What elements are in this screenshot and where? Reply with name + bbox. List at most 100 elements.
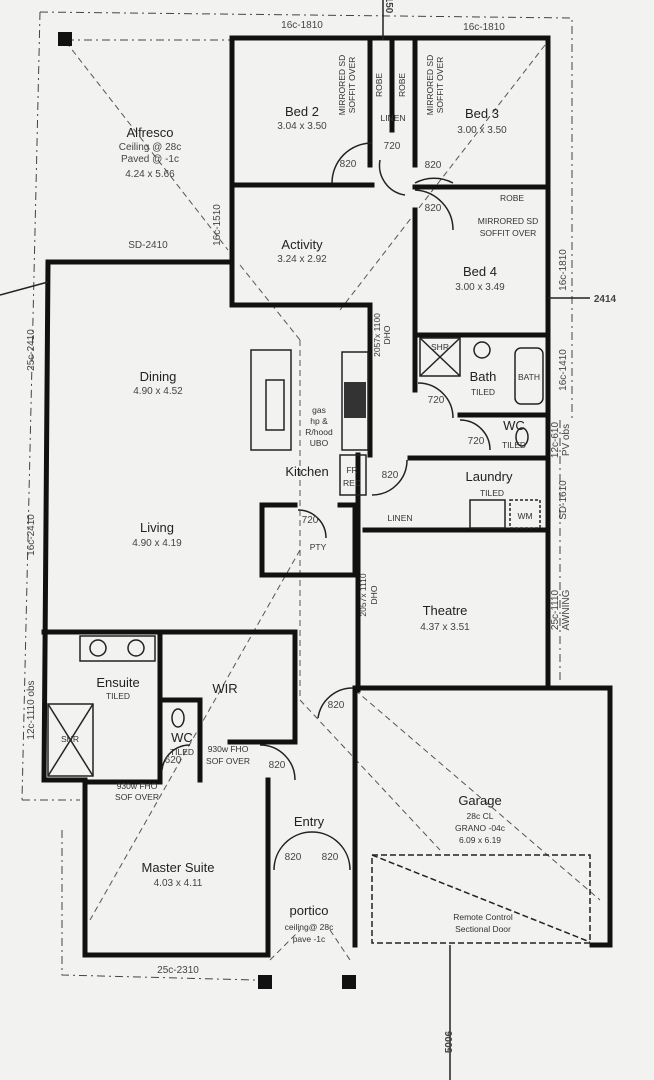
- room-portico: portico ceiling@ 28c pave -1c: [285, 903, 335, 944]
- window-dimension: AWNING: [561, 589, 572, 630]
- fho-label: SOF OVER: [206, 756, 250, 766]
- window-dimension: 25c-2410: [26, 329, 37, 371]
- room-theatre: Theatre 4.37 x 3.51: [420, 603, 470, 633]
- fridge-label: FR: [346, 465, 357, 475]
- opening-dimension: 2057x 1110: [358, 573, 368, 616]
- room-note: TILED: [170, 747, 194, 757]
- setback-dimension: 150: [383, 0, 394, 14]
- window-dimension: 12c-610: [550, 421, 561, 458]
- fho-label: 930w FHO: [208, 744, 249, 754]
- room-size: 3.04 x 3.50: [277, 121, 327, 132]
- cooktop-label: gas: [312, 405, 326, 415]
- room-size: 3.00 x 3.49: [455, 282, 505, 293]
- room-dining: Dining 4.90 x 4.52: [133, 369, 183, 397]
- room-note: TILED: [471, 387, 495, 397]
- room-note: Ceiling @ 28c: [119, 142, 181, 153]
- room-bed3: Bed 3 3.00 x 3.50: [457, 106, 507, 136]
- room-name: Activity: [281, 237, 323, 252]
- linen-label: LINEN: [387, 513, 412, 523]
- opening-dimension: DHO: [382, 325, 392, 344]
- ceiling-hip-lines: [65, 41, 601, 961]
- mirrored-label: MIRRORED SD: [337, 55, 347, 115]
- mirrored-label: MIRRORED SD: [478, 216, 538, 226]
- fho-label: SOF OVER: [115, 792, 159, 802]
- room-note: GRANO -04c: [455, 823, 506, 833]
- tiled-areas: [0, 0, 591, 1080]
- room-note: ceiling@ 28c: [285, 922, 335, 932]
- door-label: 720: [468, 436, 485, 447]
- setback-dimension: 2414: [594, 294, 617, 305]
- room-bath: Bath TILED: [470, 369, 497, 397]
- window-dimension: PV obs: [561, 424, 572, 456]
- robe-label: ROBE: [374, 73, 384, 97]
- door-label: 720: [302, 515, 319, 526]
- door-label: 820: [340, 159, 357, 170]
- window-dimension: 25c-2310: [157, 965, 199, 976]
- room-size: 4.90 x 4.19: [132, 538, 182, 549]
- room-activity: Activity 3.24 x 2.92: [277, 237, 327, 265]
- door-dimension: SD-2410: [128, 240, 168, 251]
- robe-label: ROBE: [397, 73, 407, 97]
- fixture-labels: ROBE ROBE ROBE LINEN LINEN MIRRORED SD S…: [61, 55, 540, 934]
- window-dimension: 16c-1810: [281, 20, 323, 31]
- window-dimension: 16c-2410: [26, 514, 37, 556]
- room-name: Bed 3: [465, 106, 499, 121]
- room-laundry: Laundry TILED: [466, 469, 513, 498]
- room-name: Dining: [140, 369, 177, 384]
- window-dimension: 16c-1510: [212, 204, 223, 246]
- room-name: Ensuite: [96, 675, 139, 690]
- room-note: Paved @ -1c: [121, 154, 179, 165]
- window-dimension: 25c-1110: [550, 589, 561, 630]
- room-alfresco: Alfresco Ceiling @ 28c Paved @ -1c 4.24 …: [119, 125, 181, 180]
- dimension-labels: 16c-1810 16c-1810 16c-1510 SD-2410 25c-2…: [26, 0, 617, 1053]
- door-swings: [161, 142, 491, 871]
- door-label: 820: [425, 160, 442, 171]
- room-ensuite: Ensuite TILED: [96, 675, 139, 701]
- room-name: Bed 2: [285, 104, 319, 119]
- room-living: Living 4.90 x 4.19: [132, 520, 182, 549]
- door-label: 820: [328, 700, 345, 711]
- mirrored-label: MIRRORED SD: [425, 55, 435, 115]
- opening-dimension: DHO: [369, 585, 379, 604]
- room-name: Bath: [470, 369, 497, 384]
- room-note: TILED: [502, 440, 526, 450]
- room-name: WC: [503, 418, 525, 433]
- door-dimension: SD-1610: [558, 480, 569, 520]
- room-size: 4.03 x 4.11: [154, 878, 203, 889]
- room-note: pave -1c: [293, 934, 326, 944]
- room-name: Alfresco: [127, 125, 174, 140]
- walls: [41, 32, 613, 989]
- door-label: 720: [428, 395, 445, 406]
- room-name: Bed 4: [463, 264, 497, 279]
- shower-label: SHR: [431, 342, 449, 352]
- garage-door-label: Sectional Door: [455, 924, 511, 934]
- room-ensuite-wc: WC TILED: [170, 730, 194, 757]
- room-garage: Garage 28c CL GRANO -04c 6.09 x 6.19: [455, 793, 506, 845]
- room-name: Garage: [458, 793, 501, 808]
- window-dimension: 16c-1810: [558, 249, 569, 291]
- room-entry: Entry: [294, 814, 325, 829]
- room-note: TILED: [480, 488, 504, 498]
- door-label: 820: [322, 852, 339, 863]
- bath-tub-label: BATH: [518, 372, 540, 382]
- room-size: 6.09 x 6.19: [459, 835, 501, 845]
- fho-label: 930w FHO: [117, 781, 158, 791]
- garage-door-label: Remote Control: [453, 912, 513, 922]
- cooktop-label: hp &: [310, 416, 328, 426]
- room-name: Living: [140, 520, 174, 535]
- washing-machine-label: WM: [517, 511, 532, 521]
- room-name: Master Suite: [142, 860, 215, 875]
- linen-label: LINEN: [380, 113, 405, 123]
- kitchen-fixtures: [250, 349, 369, 496]
- room-name: WC: [171, 730, 193, 745]
- room-wc: WC TILED: [502, 418, 526, 450]
- setback-dimension: 5006: [444, 1030, 455, 1053]
- room-master-suite: Master Suite 4.03 x 4.11: [142, 860, 215, 889]
- room-name: portico: [289, 903, 328, 918]
- cooktop-label: UBO: [310, 438, 329, 448]
- door-label: 620: [165, 755, 182, 766]
- roof-outline: [21, 11, 573, 981]
- room-note: TILED: [106, 691, 130, 701]
- window-dimension: 12c-1110 obs: [26, 680, 37, 739]
